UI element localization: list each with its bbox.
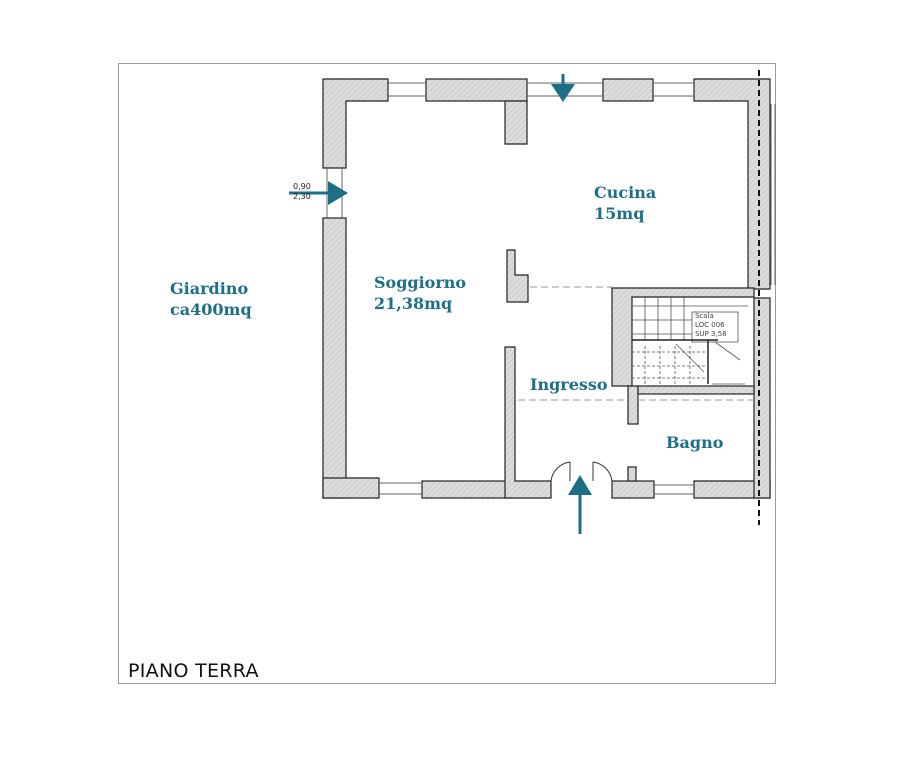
room-label-bagno: Bagno	[666, 432, 723, 453]
wall-stair-top	[611, 287, 755, 387]
wall-bottom-door-right	[611, 480, 655, 499]
stair-tag: Scala LOC 006 SUP 3,58	[695, 312, 727, 339]
wall-top-right	[602, 78, 654, 102]
room-label-cucina: Cucina 15mq	[594, 182, 656, 224]
dashed-boundary-line	[518, 286, 754, 401]
wall-top-mid	[425, 78, 528, 102]
room-area: 15mq	[594, 204, 645, 223]
wall-left-lower	[322, 217, 347, 499]
wall-bath-left	[627, 385, 639, 425]
wall-bottom-mid	[421, 480, 513, 499]
window-height: 2,30	[293, 192, 311, 201]
room-area: ca400mq	[170, 300, 252, 319]
room-name: Giardino	[170, 279, 249, 298]
stair-tag-label: Scala	[695, 312, 714, 320]
room-label-ingresso: Ingresso	[530, 374, 608, 395]
room-area: 21,38mq	[374, 294, 453, 313]
room-name: Ingresso	[530, 375, 608, 394]
room-name: Cucina	[594, 183, 657, 202]
staircase	[632, 297, 748, 385]
room-label-soggiorno: Soggiorno 21,38mq	[374, 272, 466, 314]
stair-tag-loc: LOC 006	[695, 321, 725, 329]
page-title: PIANO TERRA	[128, 660, 259, 682]
walls	[322, 78, 771, 499]
room-name: Bagno	[666, 433, 724, 452]
wall-bath-stub	[627, 466, 637, 482]
wall-top-pier	[504, 100, 528, 145]
stair-tag-sup: SUP 3,58	[695, 330, 727, 338]
entrance-arrow-icon	[289, 181, 348, 205]
chimney	[506, 249, 529, 303]
entrance-arrow-icon	[551, 74, 575, 102]
window-dimension: 0,90 2,30	[293, 182, 311, 202]
window-width: 0,90	[293, 182, 311, 191]
entrance-arrow-icon	[568, 475, 592, 534]
wall-right-lower	[753, 297, 771, 499]
wall-bottom-door-left	[504, 346, 552, 499]
room-name: Soggiorno	[374, 273, 467, 292]
wall-bottom-left	[322, 477, 380, 499]
entrance-door	[550, 461, 613, 482]
windows	[326, 82, 776, 495]
wall-top-left	[322, 78, 389, 169]
room-label-giardino: Giardino ca400mq	[170, 278, 252, 320]
wall-bath-top	[637, 385, 755, 395]
drawing-frame	[118, 63, 776, 684]
